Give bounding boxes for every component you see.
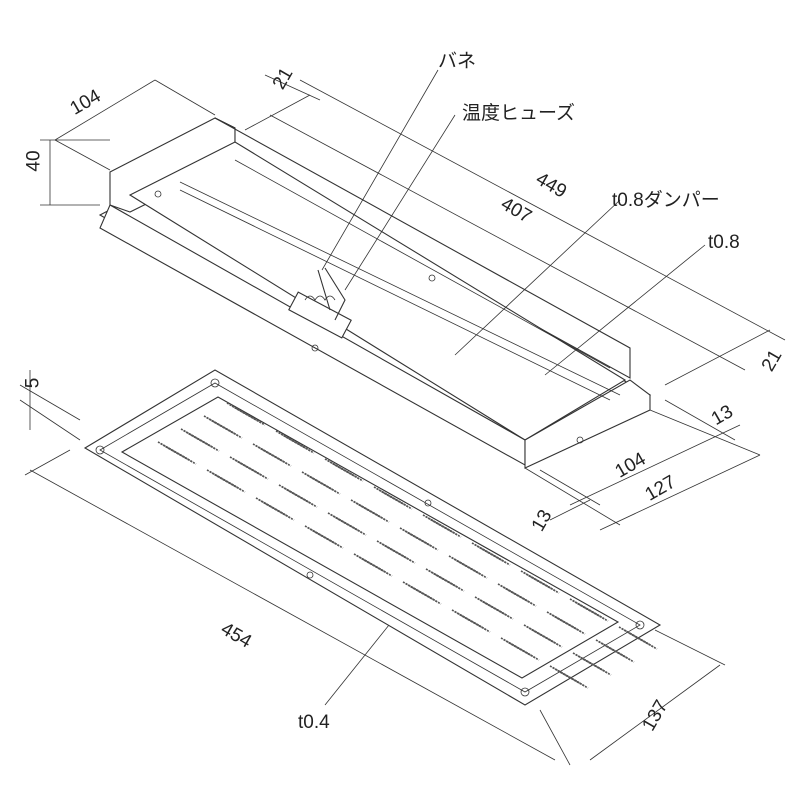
label-grille-thickness: t0.4 xyxy=(298,712,330,733)
grille-slot xyxy=(507,589,537,607)
label-spring: バネ xyxy=(438,51,477,72)
grille-slot xyxy=(412,587,442,605)
grille-slot xyxy=(190,434,220,452)
grille-slots xyxy=(157,402,658,689)
grille-slot xyxy=(334,464,364,482)
grille-slot xyxy=(216,475,246,493)
dim-height: 40 xyxy=(23,150,45,172)
grille-slot xyxy=(409,533,439,551)
duct-body xyxy=(98,117,652,469)
grille-slot xyxy=(314,531,344,549)
grille-slot xyxy=(582,658,612,676)
grille-slot xyxy=(432,520,462,538)
grille-slot xyxy=(363,559,393,577)
grille-slot xyxy=(265,503,295,521)
grille-slot xyxy=(236,408,266,426)
spring-fuse-assembly xyxy=(288,267,352,339)
grille-slot xyxy=(530,576,560,594)
grille-slot xyxy=(167,447,197,465)
grille-slot xyxy=(386,546,416,564)
grille-slot xyxy=(484,602,514,620)
grille-plate xyxy=(83,369,662,706)
grille-slot xyxy=(383,492,413,510)
dim-grille-thickness: 5 xyxy=(22,377,44,389)
grille-slot xyxy=(556,617,586,635)
grille-slot xyxy=(533,630,563,648)
grille-slot xyxy=(579,604,609,622)
grille-slot xyxy=(239,462,269,480)
grille-slot xyxy=(435,574,465,592)
grille-slot xyxy=(605,645,635,663)
grille-slot xyxy=(510,643,540,661)
grille-slot xyxy=(360,505,390,523)
label-body-thickness: t0.8 xyxy=(708,232,740,253)
grille-slot xyxy=(481,548,511,566)
dimension-lines xyxy=(19,74,786,766)
grille-slot xyxy=(461,615,491,633)
label-damper: t0.8ダンパー xyxy=(612,190,720,211)
grille-slot xyxy=(628,632,658,650)
grille-slot xyxy=(311,477,341,495)
grille-slot xyxy=(337,518,367,536)
grille-slot xyxy=(458,561,488,579)
label-thermal-fuse: 温度ヒューズ xyxy=(462,103,576,124)
grille-slot xyxy=(213,421,243,439)
grille-slot xyxy=(285,436,315,454)
grille-slot xyxy=(262,449,292,467)
grille-slot xyxy=(288,490,318,508)
grille-slot xyxy=(559,671,589,689)
